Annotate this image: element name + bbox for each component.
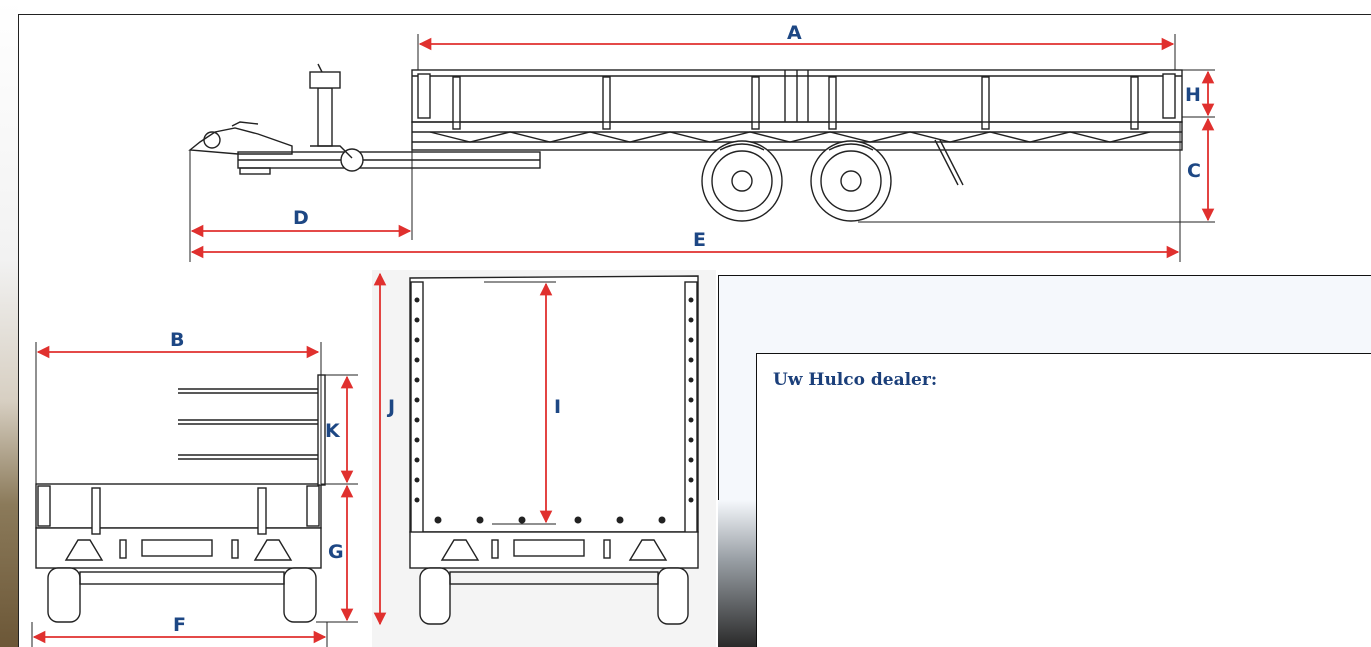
dimension-label-d: D bbox=[293, 207, 309, 229]
side-wheel-rear bbox=[810, 140, 892, 222]
dimension-label-j: J bbox=[386, 396, 395, 418]
rear-view-ramp bbox=[372, 270, 716, 647]
dealer-panel-shadow bbox=[718, 500, 756, 647]
dimension-label-k: K bbox=[325, 420, 341, 442]
dealer-label: Uw Hulco dealer: bbox=[773, 370, 938, 390]
side-view bbox=[188, 34, 1215, 262]
dimension-label-f: F bbox=[173, 614, 186, 636]
dealer-info-box bbox=[756, 353, 1371, 647]
dimension-label-g: G bbox=[328, 541, 344, 563]
dimension-label-c: C bbox=[1187, 160, 1201, 182]
dimension-label-e: E bbox=[693, 229, 706, 251]
background-photo-strip bbox=[0, 0, 18, 647]
rear-view bbox=[31, 342, 358, 647]
dimension-label-h: H bbox=[1185, 84, 1201, 106]
dimension-label-b: B bbox=[170, 329, 184, 351]
dimension-label-a: A bbox=[787, 22, 802, 44]
side-wheel-front bbox=[701, 140, 783, 222]
dimension-label-i: I bbox=[554, 396, 561, 418]
